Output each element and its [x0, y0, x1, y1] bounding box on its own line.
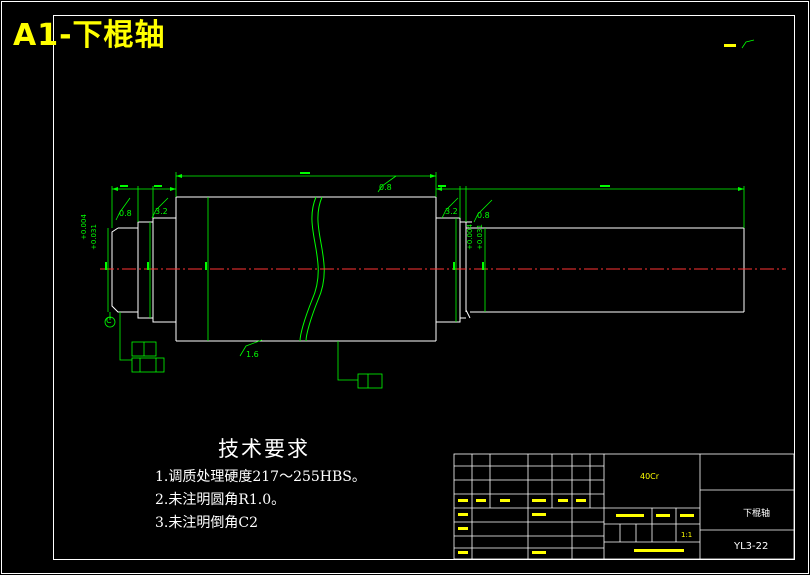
datum-label: C — [106, 316, 112, 325]
roughness-mid-right: 3.2 — [445, 207, 458, 216]
material-label: 40Cr — [640, 472, 660, 481]
tech-requirement-item: 3.未注明倒角C2 — [155, 515, 258, 531]
title-block — [453, 453, 795, 560]
tolerance-upper-right: +0.004 — [466, 224, 474, 250]
scale-label: 1:1 — [681, 531, 693, 539]
roughness-right: 0.8 — [477, 211, 490, 220]
tech-requirements-heading: 技术要求 — [218, 437, 310, 461]
roughness-mid: 3.2 — [155, 207, 168, 216]
break-line-1 — [299, 196, 319, 342]
inner-frame — [53, 15, 795, 560]
tech-requirement-item: 2.未注明圆角R1.0。 — [155, 492, 286, 508]
title-block-marks — [458, 44, 736, 554]
part-name-label: 下棍轴 — [743, 509, 771, 519]
dimension-lines — [104, 39, 755, 389]
break-line-2 — [305, 196, 325, 342]
drawing-number-label: YL3-22 — [734, 541, 769, 552]
arrowheads — [112, 174, 744, 191]
roughness-left: 0.8 — [119, 209, 132, 218]
tolerance-upper: +0.004 — [80, 214, 88, 240]
tech-requirement-item: 1.调质处理硬度217～255HBS。 — [155, 469, 366, 485]
roughness-bottom: 1.6 — [246, 350, 259, 359]
tolerance-lower-right: +0.031 — [476, 224, 484, 250]
tolerance-lower: +0.031 — [90, 224, 98, 250]
shaft-outline — [111, 196, 745, 342]
roughness-top: 0.8 — [379, 183, 392, 192]
dimension-marks — [105, 172, 610, 270]
sheet-title: A1-下棍轴 — [13, 18, 166, 53]
